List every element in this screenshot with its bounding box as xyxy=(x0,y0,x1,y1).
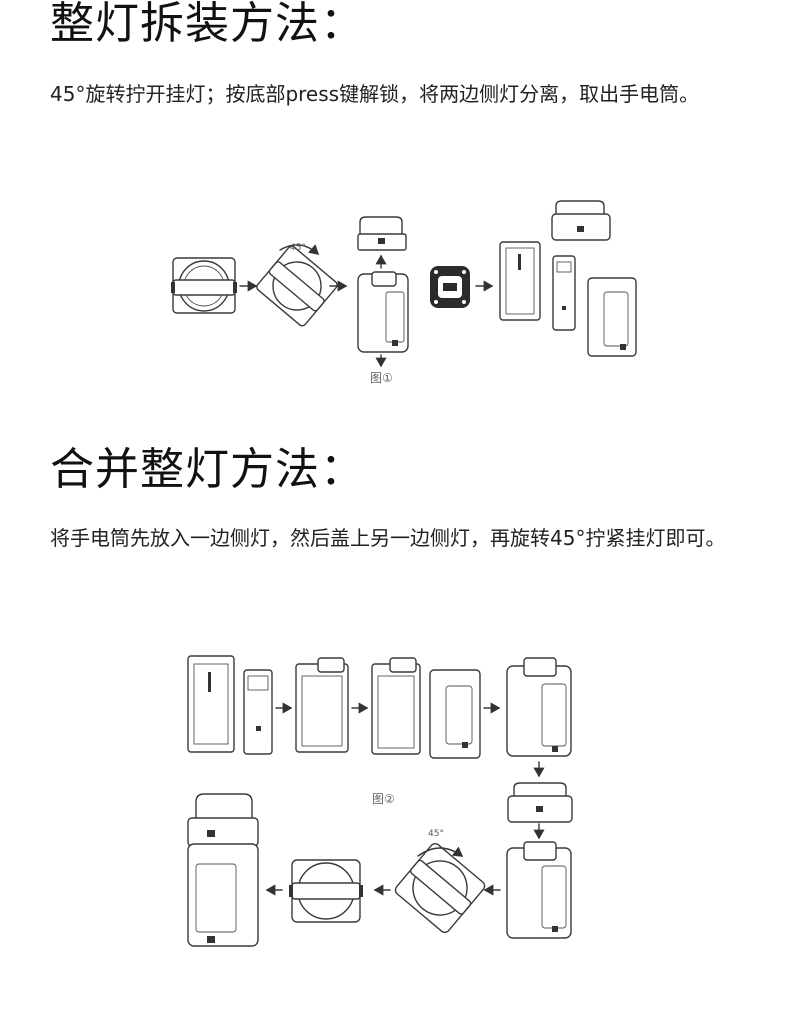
figure-2-rotate-angle-label: 45° xyxy=(428,829,444,839)
figure-1-caption: 图① xyxy=(370,371,393,385)
side-lamp-right xyxy=(587,277,637,357)
section1-title: 整灯拆装方法： xyxy=(50,0,365,49)
step-rotate-lock xyxy=(394,842,486,934)
section2-description: 将手电筒先放入一边侧灯，然后盖上另一边侧灯，再旋转45°拧紧挂灯即可。 xyxy=(50,526,726,550)
step-attach-handle xyxy=(506,782,573,939)
figure-2-assembly: 图② 45° xyxy=(187,655,573,947)
lamp-bottom-view xyxy=(430,266,470,308)
step-flashlight-inserted xyxy=(295,657,349,753)
handle-top xyxy=(551,200,611,241)
lamp-exploded-view xyxy=(357,216,409,368)
step-side-lamp-and-flashlight xyxy=(187,655,273,755)
lamp-top-view xyxy=(171,257,237,314)
flashlight xyxy=(552,255,576,331)
step-top-view-locked xyxy=(289,859,363,923)
section2-title: 合并整灯方法： xyxy=(50,444,365,495)
section1-description: 45°旋转拧开挂灯；按底部press键解锁，将两边侧灯分离，取出手电筒。 xyxy=(50,82,700,106)
rotate-angle-label: 45° xyxy=(290,243,306,253)
figure-1-disassembly: 45° 图① xyxy=(171,200,637,385)
lamp-rotated-view xyxy=(256,245,338,327)
step-complete-lamp xyxy=(187,793,259,947)
figure-2-caption: 图② xyxy=(372,792,395,806)
step-assembled-body xyxy=(506,657,572,757)
side-lamp-left xyxy=(499,241,541,321)
step-cover-other-side xyxy=(371,657,481,759)
